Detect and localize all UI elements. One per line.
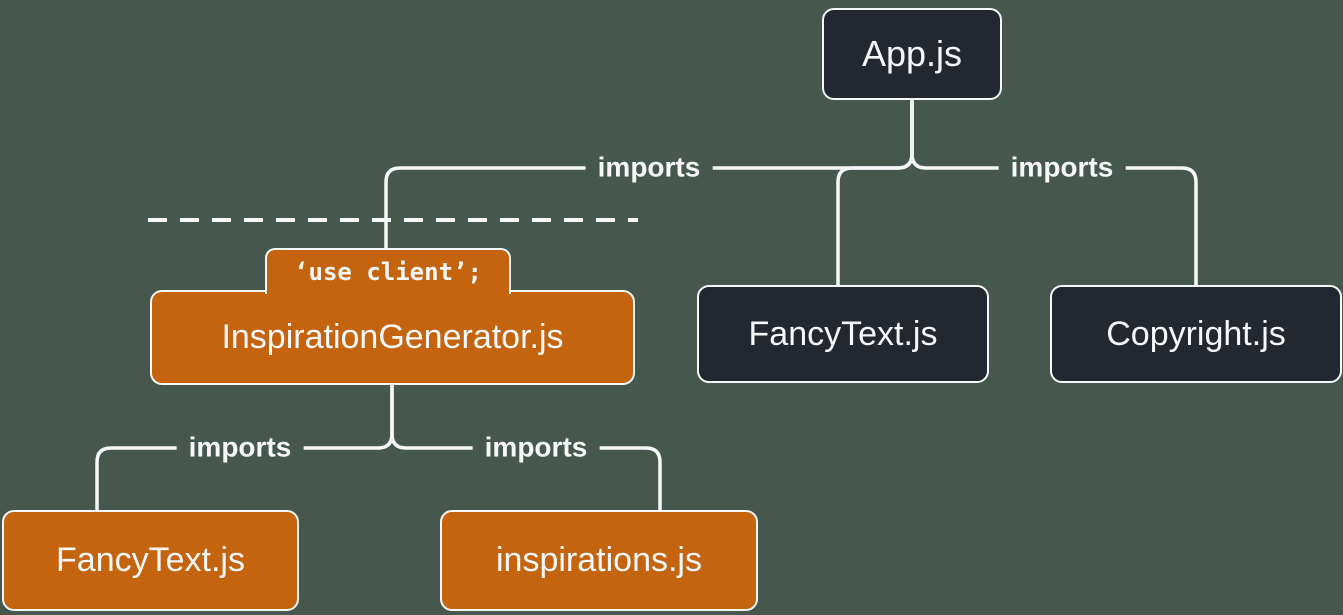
imports-label-generator-to-inspirations: imports (472, 430, 600, 466)
node-fancytext-js-server: FancyText.js (697, 285, 989, 383)
node-app-js: App.js (822, 8, 1002, 100)
node-inspiration-generator-js: InspirationGenerator.js (150, 290, 635, 385)
imports-label-generator-to-fancytext: imports (176, 430, 304, 466)
use-client-directive-badge: ‘use client’; (265, 248, 511, 294)
edge-app-to-copyright (910, 100, 1198, 287)
node-fancytext-js-client: FancyText.js (2, 510, 299, 611)
edge-app-to-fancytext (836, 100, 914, 287)
node-inspirations-js: inspirations.js (440, 510, 758, 611)
imports-label-app-to-generator: imports (585, 150, 713, 186)
imports-label-app-to-copyright: imports (998, 150, 1126, 186)
node-copyright-js: Copyright.js (1050, 285, 1342, 383)
